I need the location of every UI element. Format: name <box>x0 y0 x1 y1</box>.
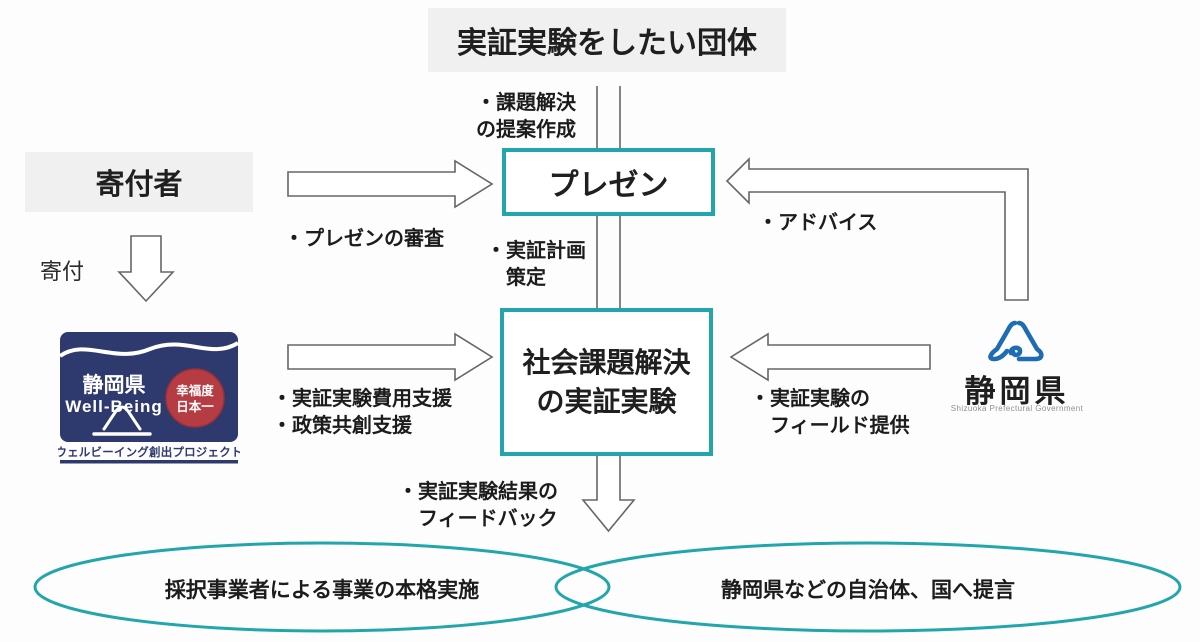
note-feedback: ・実証実験結果の フィードバック <box>398 481 558 530</box>
wellbeing-pref-label: 静岡県 <box>83 373 146 397</box>
shaft-org-to-presentation <box>596 86 621 148</box>
badge-line1: 幸福度 <box>176 383 214 398</box>
experiment-box-label-line1: 社会課題解決 <box>522 347 691 378</box>
wave-icon <box>58 341 240 358</box>
badge-line2: 日本一 <box>176 399 214 414</box>
wellbeing-logo-underline <box>60 460 238 464</box>
outcome-right-label: 静岡県などの自治体、国へ提言 <box>721 579 1015 602</box>
note-plan: ・実証計画 策定 <box>486 240 586 289</box>
experiment-box: 社会課題解決 の実証実験 <box>500 308 713 456</box>
wellbeing-banner-label: ウェルビーイング創出プロジェクト <box>58 445 240 459</box>
org-box-label: 実証実験をしたい団体 <box>457 27 757 60</box>
arrow-project-to-experiment-icon <box>287 332 494 382</box>
arrow-experiment-to-outcomes-icon <box>581 456 636 533</box>
shaft-presentation-to-experiment <box>596 216 621 308</box>
shizuoka-fuji-mark-icon <box>988 320 1044 362</box>
donor-box-label: 寄付者 <box>95 169 183 201</box>
presentation-box: プレゼン <box>502 148 715 216</box>
org-box: 実証実験をしたい団体 <box>428 8 786 72</box>
note-review: ・プレゼンの審査 <box>284 228 444 250</box>
arrow-donation-icon <box>117 235 175 303</box>
fuji-outline-icon <box>92 405 152 436</box>
note-field: ・実証実験の フィールド提供 <box>750 388 910 437</box>
arrow-donor-to-presentation-icon <box>287 159 494 209</box>
experiment-box-label-line2: の実証実験 <box>536 386 677 417</box>
shizuoka-name-label: 静岡県 <box>964 374 1070 409</box>
donor-box: 寄付者 <box>25 152 253 212</box>
outcome-left-label: 採択事業者による事業の本格実施 <box>164 579 480 602</box>
happiness-badge: 幸福度 日本一 <box>165 368 225 428</box>
note-proposal: ・課題解決 の提案作成 <box>476 92 576 141</box>
outcome-ellipse-right <box>554 541 1182 633</box>
arrow-shizuoka-to-experiment-icon <box>729 332 931 382</box>
arrow-shizuoka-advice-icon <box>725 157 1029 301</box>
outcome-ellipse-left <box>33 541 611 633</box>
wellbeing-project-logo: 静岡県 Well-Being 幸福度 日本一 ウェルビーイング創出プロジェクト <box>58 332 240 464</box>
note-donation: 寄付 <box>40 259 85 284</box>
shizuoka-caption-label: Shizuoka Prefectural Government <box>950 404 1084 413</box>
presentation-box-label: プレゼン <box>548 169 669 202</box>
wellbeing-title-label: Well-Being <box>65 397 163 416</box>
note-support: ・実証実験費用支援 ・政策共創支援 <box>272 388 452 437</box>
note-advice: ・アドバイス <box>758 212 878 234</box>
